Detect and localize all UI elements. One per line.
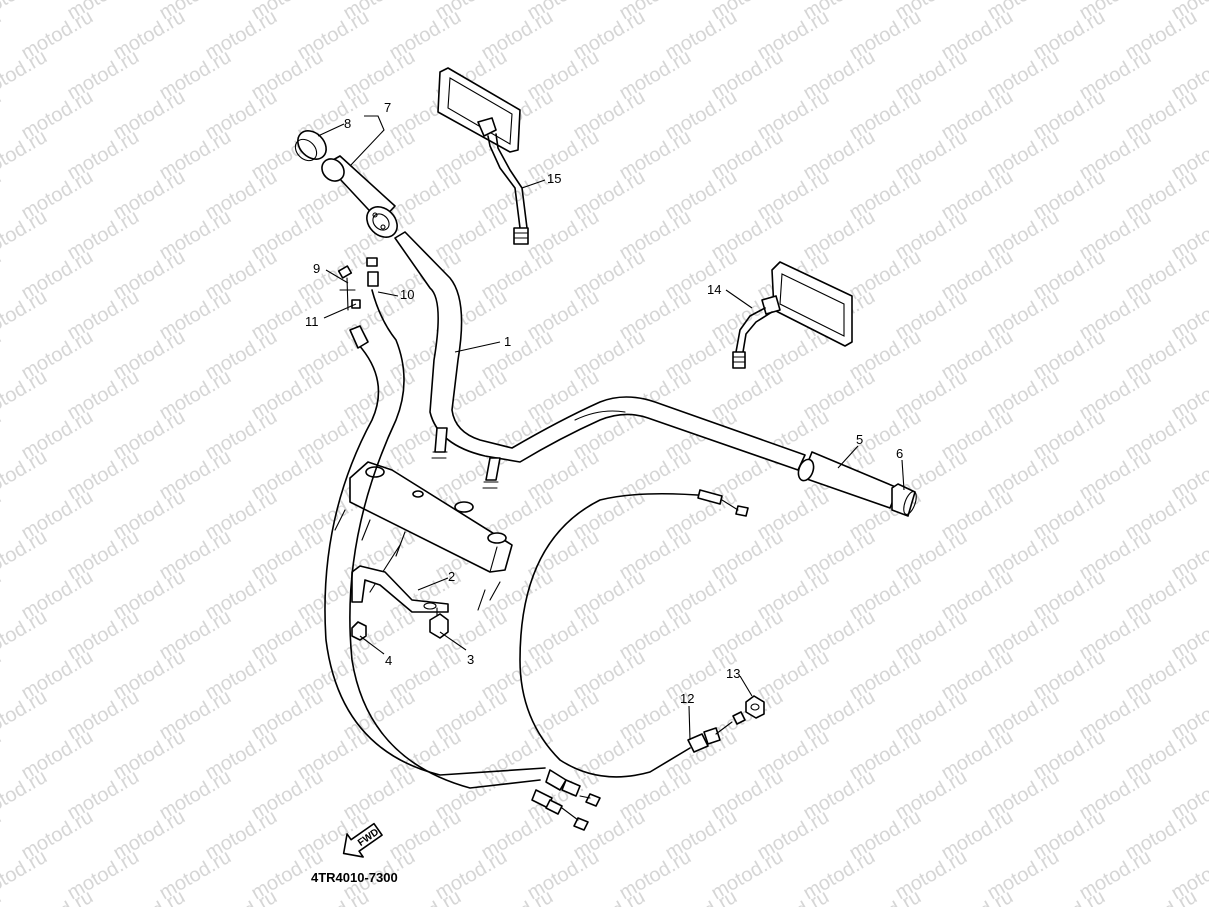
callouts: 1 2 3 4 5 6 7 8 9 10 11 12 13 14 15 <box>305 100 903 706</box>
watermark-text: motod.ru <box>478 886 557 907</box>
callout-7: 7 <box>384 100 391 115</box>
nut <box>351 621 367 641</box>
callout-4: 4 <box>385 653 392 668</box>
callout-12: 12 <box>680 691 694 706</box>
callout-5: 5 <box>856 432 863 447</box>
handlebar <box>394 231 806 489</box>
watermark-text: motod.ru <box>0 126 51 185</box>
watermark-text: motod.ru <box>0 726 5 785</box>
callout-14: 14 <box>707 282 721 297</box>
watermark-text: motod.ru <box>0 566 5 625</box>
bolt <box>429 607 449 639</box>
watermark-text: motod.ru <box>662 886 741 907</box>
watermark-text: motod.ru <box>0 486 5 545</box>
diagram-code: 4TR4010-7300 <box>311 870 398 885</box>
mirror-left <box>732 261 853 369</box>
callout-11: 11 <box>305 314 319 329</box>
callout-10: 10 <box>400 287 414 302</box>
watermark-text: motod.ru <box>846 886 925 907</box>
callout-2: 2 <box>448 569 455 584</box>
watermark-text: motod.ru <box>1030 886 1109 907</box>
watermark-text: motod.ru <box>294 886 373 907</box>
watermark-text: motod.ru <box>0 206 51 265</box>
watermark-text: motod.ru <box>0 246 5 305</box>
watermark-text: motod.ru <box>110 886 189 907</box>
watermark-text: motod.ru <box>0 366 51 425</box>
watermark-text: motod.ru <box>18 886 97 907</box>
watermark-text: motod.ru <box>0 166 5 225</box>
grip-end-cap <box>294 130 327 162</box>
handlebar-holder <box>334 461 513 611</box>
callout-13: 13 <box>726 666 740 681</box>
watermark-text: motod.ru <box>0 86 5 145</box>
forward-arrow-icon: FWD <box>342 822 383 858</box>
watermark-text: motod.ru <box>0 326 5 385</box>
callout-6: 6 <box>896 446 903 461</box>
watermark-text: motod.ru <box>0 46 51 105</box>
watermark-text: motod.ru <box>0 606 51 665</box>
watermark-text: motod.ru <box>0 446 51 505</box>
watermark-text: motod.ru <box>0 806 5 865</box>
watermark-text: motod.ru <box>0 286 51 345</box>
throttle-grip <box>321 155 398 238</box>
callout-9: 9 <box>313 261 320 276</box>
watermark-text: motod.ru <box>0 526 51 585</box>
callout-3: 3 <box>467 652 474 667</box>
watermark-text: motod.ru <box>0 646 5 705</box>
watermark-text: motod.ru <box>938 886 1017 907</box>
watermark-text: motod.ru <box>202 886 281 907</box>
watermark-text: motod.ru <box>0 766 51 825</box>
clutch-cable <box>519 489 749 778</box>
callout-15: 15 <box>547 171 561 186</box>
grip-end <box>891 483 917 517</box>
cable-guide <box>351 565 449 613</box>
adjuster-nut <box>745 695 765 719</box>
leader-lines <box>317 115 905 741</box>
throttle-cables <box>324 257 601 831</box>
watermark-text: motod.ru <box>0 686 51 745</box>
watermark-text: motod.ru <box>0 6 5 65</box>
watermark-text: motod.ru <box>754 886 833 907</box>
callout-8: 8 <box>344 116 351 131</box>
callout-1: 1 <box>504 334 511 349</box>
watermark-text: motod.ru <box>570 886 649 907</box>
watermark-text: motod.ru <box>0 846 51 905</box>
watermark-text: motod.ru <box>386 886 465 907</box>
watermark-text: motod.ru <box>0 0 51 24</box>
mirror-right <box>437 67 529 245</box>
watermark-text: motod.ru <box>1122 886 1201 907</box>
watermark-text: motod.ru <box>0 406 5 465</box>
